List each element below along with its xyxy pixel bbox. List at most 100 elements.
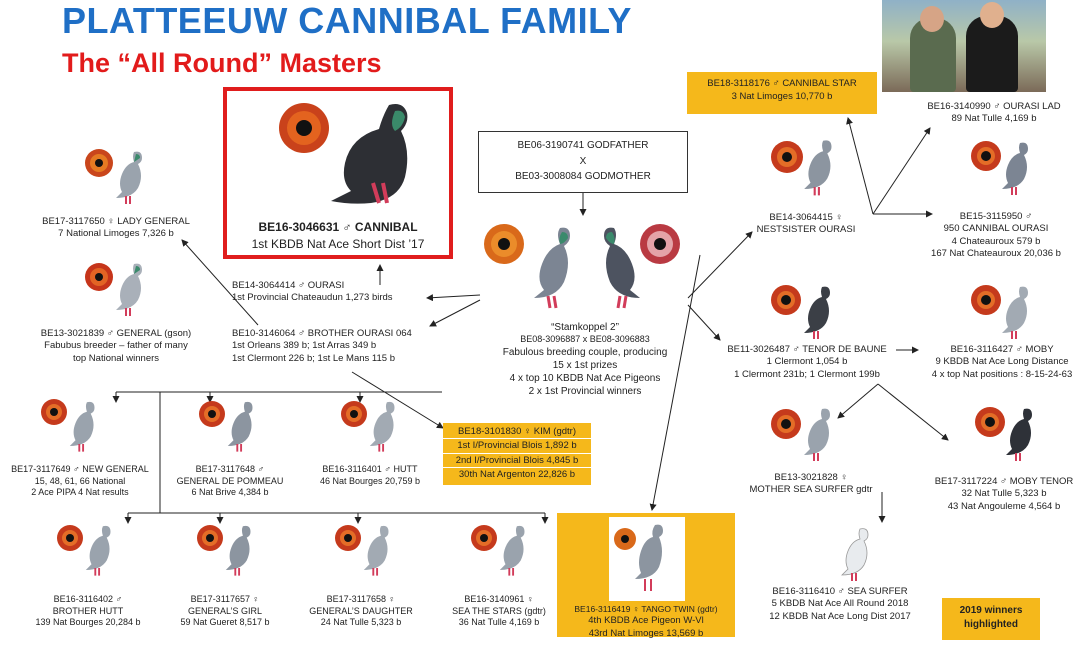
node-name: BE16-3116427 ♂ MOBY [950, 344, 1054, 355]
node-detail: 1 Clermont 231b; 1 Clermont 199b [734, 368, 880, 380]
node-name: BE14-3064414 ♂ OURASI [232, 280, 345, 291]
featured-cannibal-card: BE16-3046631 ♂ CANNIBAL 1st KBDB Nat Ace… [223, 87, 453, 259]
node-moby: BE16-3116427 ♂ MOBY 9 KBDB Nat Ace Long … [916, 344, 1088, 381]
node-detail: 36 Nat Tulle 4,169 b [458, 617, 540, 628]
node-detail: 24 Nat Tulle 5,323 b [320, 617, 402, 628]
node-name: BE17-3117657 ♀ [190, 594, 260, 604]
node-name: BE16-3116419 ♀ TANGO TWIN (gdtr) [574, 604, 718, 614]
node-detail: 139 Nat Bourges 20,284 b [35, 617, 141, 628]
node-detail: 6 Nat Brive 4,384 b [191, 487, 269, 498]
pigeon-icon [800, 136, 842, 198]
node-detail: 1st Clermont 226 b; 1st Le Mans 115 b [232, 352, 395, 364]
node-mother-sea-surfer: BE13-3021828 ♀ MOTHER SEA SURFER gdtr [736, 472, 886, 497]
eye-icon [770, 408, 802, 440]
pigeon-icon [1002, 404, 1042, 464]
node-name: BE18-3118176 ♂ CANNIBAL STAR [707, 78, 857, 89]
node-detail: top National winners [72, 352, 160, 364]
pigeon-icon [112, 148, 152, 206]
node-new-general: BE17-3117649 ♂ NEW GENERAL 15, 48, 61, 6… [0, 464, 160, 499]
eye-icon [56, 524, 84, 552]
stamkoppel-title: “Stamkoppel 2” [551, 322, 619, 333]
stamkoppel-line: BE08-3096887 x BE08-3096883 [520, 334, 650, 344]
node-detail: 43 Nat Angouleme 4,564 b [947, 500, 1061, 512]
stamkoppel-line: Fabulous breeding couple, producing [502, 346, 668, 358]
pigeon-icon [82, 522, 120, 578]
pigeon-icon [66, 398, 104, 454]
node-name: BE17-3117648 ♂ [195, 464, 265, 474]
node-cannibal-ourasi: BE15-3115950 ♂ 950 CANNIBAL OURASI 4 Cha… [916, 211, 1076, 260]
node-lady-general: BE17-3117650 ♀ LADY GENERAL 7 National L… [18, 216, 214, 241]
node-detail: 12 KBDB Nat Ace Long Dist 2017 [769, 610, 911, 622]
node-ourasi: BE14-3064414 ♂ OURASI 1st Provincial Cha… [232, 280, 452, 305]
pigeon-icon [112, 260, 152, 318]
node-name: BE17-3117658 ♀ [326, 594, 396, 604]
eye-icon [196, 524, 224, 552]
pigeon-icon [998, 138, 1038, 198]
eye-icon [84, 148, 114, 178]
legend-text: 2019 winners [959, 605, 1023, 616]
node-detail: 46 Nat Bourges 20,759 b [319, 475, 421, 486]
pigeon-icon [366, 398, 404, 454]
sire-label: BE06-3190741 GODFATHER [517, 140, 649, 151]
eye-icon [198, 400, 226, 428]
pigeon-icon [520, 222, 584, 312]
eye-icon [277, 101, 331, 155]
node-name: BE16-3116401 ♂ HUTT [322, 464, 418, 474]
pigeon-icon [319, 95, 439, 215]
pigeon-icon [800, 282, 840, 342]
node-ourasi-lad: BE16-3140990 ♂ OURASI LAD 89 Nat Tulle 4… [924, 101, 1064, 126]
node-name: BE13-3021839 ♂ GENERAL (gson) [40, 328, 192, 339]
node-detail: 1st I/Provincial Blois 1,892 b [443, 439, 591, 454]
node-general-pommeau: BE17-3117648 ♂ GENERAL DE POMMEAU 6 Nat … [160, 464, 300, 499]
highlight-cannibal-star: BE18-3118176 ♂ CANNIBAL STAR 3 Nat Limog… [687, 72, 877, 114]
pigeon-icon [224, 398, 262, 454]
node-nestsister: BE14-3064415 ♀ NESTSISTER OURASI [746, 212, 866, 237]
node-name: BE17-3117650 ♀ LADY GENERAL [42, 216, 190, 227]
node-detail: GENERAL’S GIRL [187, 605, 263, 616]
pigeon-icon [360, 522, 398, 578]
node-name: BE15-3115950 ♂ [959, 211, 1033, 222]
node-generals-girl: BE17-3117657 ♀ GENERAL’S GIRL 59 Nat Gue… [160, 594, 290, 629]
node-detail: 9 KBDB Nat Ace Long Distance [935, 356, 1069, 368]
node-detail: 32 Nat Tulle 5,323 b [961, 488, 1047, 500]
stamkoppel-line: 2 x 1st Provincial winners [528, 385, 642, 397]
node-detail: MOTHER SEA SURFER gdtr [749, 484, 873, 496]
node-name: BE10-3146064 ♂ BROTHER OURASI 064 [232, 328, 412, 339]
node-detail: 15, 48, 61, 66 National [34, 475, 126, 486]
eye-icon [482, 222, 526, 266]
highlight-kim: BE18-3101830 ♀ KIM (gdtr) 1st I/Provinci… [443, 423, 591, 485]
node-tenor: BE11-3026487 ♂ TENOR DE BAUNE 1 Clermont… [718, 344, 896, 381]
eye-icon [84, 262, 114, 292]
node-name: BE17-3117224 ♂ MOBY TENOR [934, 476, 1074, 487]
eye-icon [974, 406, 1006, 438]
node-detail: Fabubus breeder – father of many [44, 340, 188, 352]
node-detail: GENERAL’S DAUGHTER [309, 605, 413, 616]
stamkoppel-label: “Stamkoppel 2” BE08-3096887 x BE08-30968… [480, 321, 690, 398]
node-detail: 950 CANNIBAL OURASI [943, 223, 1049, 235]
pigeon-icon [998, 282, 1038, 342]
pigeon-icon [496, 522, 534, 578]
node-detail: 3 Nat Limoges 10,770 b [731, 91, 833, 103]
node-detail: 1st Orleans 389 b; 1st Arras 349 b [232, 340, 377, 352]
eye-icon [770, 284, 802, 316]
eye-icon [638, 222, 682, 266]
node-detail: 2nd I/Provincial Blois 4,845 b [443, 454, 591, 468]
node-detail: 30th Nat Argenton 22,826 b [458, 468, 576, 480]
node-moby-tenor: BE17-3117224 ♂ MOBY TENOR 32 Nat Tulle 5… [920, 476, 1088, 513]
featured-detail: 1st KBDB Nat Ace Short Dist ’17 [251, 237, 425, 252]
page-subtitle: The “All Round” Masters [62, 48, 382, 78]
node-name: BE16-3116402 ♂ [53, 594, 123, 604]
pigeon-icon [590, 222, 654, 312]
eye-icon [970, 284, 1002, 316]
eye-icon [40, 398, 68, 426]
node-brother-hutt: BE16-3116402 ♂ BROTHER HUTT 139 Nat Bour… [18, 594, 158, 629]
legend-text: highlighted [964, 619, 1018, 630]
featured-name: BE16-3046631 ♂ CANNIBAL [258, 220, 418, 234]
pigeon-icon [838, 524, 878, 584]
node-generals-daughter: BE17-3117658 ♀ GENERAL’S DAUGHTER 24 Nat… [296, 594, 426, 629]
node-detail: 4 Chateauroux 579 b [951, 235, 1041, 247]
dam-label: BE03-3008084 GODMOTHER [515, 171, 651, 182]
node-hutt: BE16-3116401 ♂ HUTT 46 Nat Bourges 20,75… [300, 464, 440, 487]
legend-2019-winners: 2019 winners highlighted [942, 598, 1040, 640]
